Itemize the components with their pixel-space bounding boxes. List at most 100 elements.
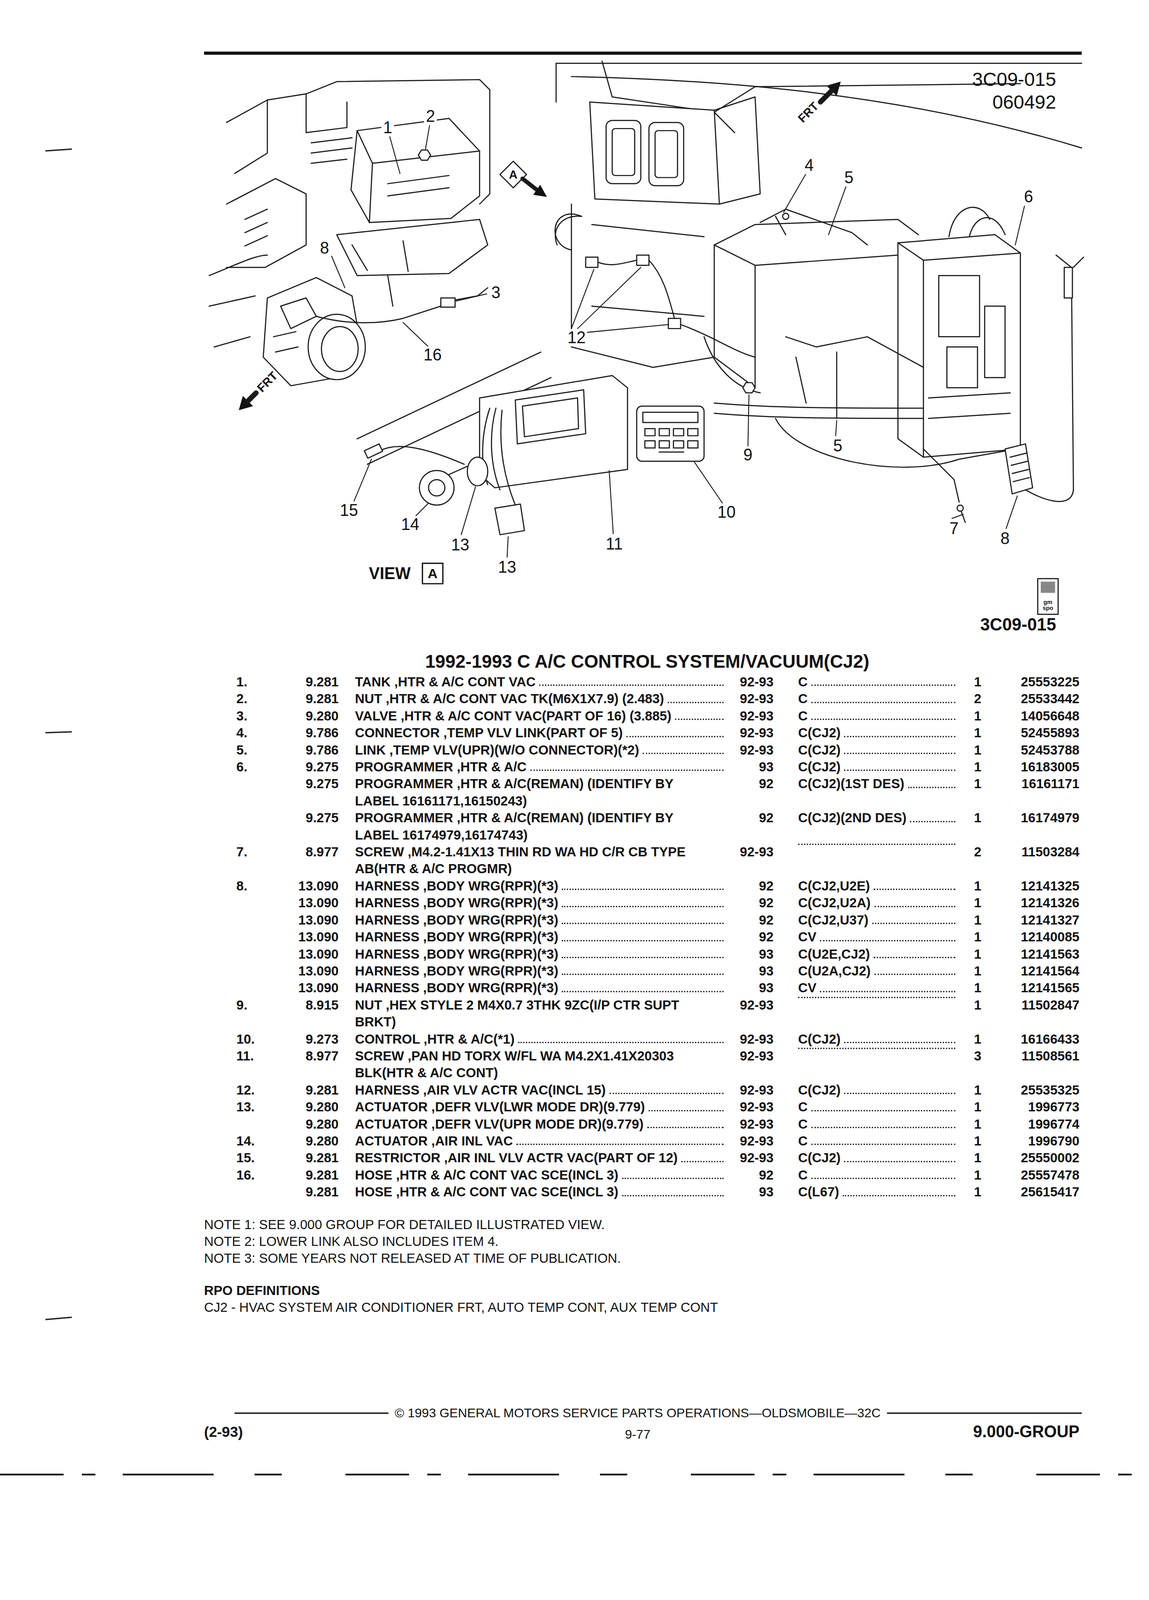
- callout-number: 4: [802, 156, 816, 175]
- model-years: 93: [759, 945, 774, 963]
- part-description: SCREW ,PAN HD TORX W/FL WA M4.2X1.41X203…: [354, 1047, 720, 1082]
- model-code: C(CJ2): [798, 724, 841, 742]
- part-number: 25550002: [1020, 1149, 1080, 1167]
- description-cell: HARNESS ,BODY WRG(RPR)(*3): [354, 945, 728, 963]
- leader-dots: [819, 939, 956, 942]
- logo-text: gm spo: [1039, 599, 1058, 611]
- model-code: C(U2E,CJ2): [798, 945, 870, 963]
- leader-dots: [561, 956, 724, 959]
- model-code: C: [798, 690, 808, 708]
- callout-number: 9: [741, 446, 755, 464]
- model-years: 92-93: [739, 1115, 774, 1133]
- callout-number: 12: [565, 329, 588, 347]
- description-cell: NUT ,HEX STYLE 2 M4X0.7 3THK 9ZC(I/P CTR…: [354, 996, 728, 1031]
- group-number: 8.977: [305, 1047, 339, 1065]
- group-number: 9.281: [305, 690, 339, 708]
- quantity: 1: [974, 1132, 982, 1150]
- part-description: HOSE ,HTR & A/C CONT VAC SCE(INCL 3): [354, 1166, 619, 1184]
- model-code: CV: [798, 928, 817, 946]
- item-number: 5.: [236, 741, 248, 759]
- callout-number: 14: [399, 515, 421, 534]
- leader-dots: [844, 752, 956, 755]
- quantity: 3: [974, 1047, 982, 1065]
- model-cell: [798, 1047, 960, 1054]
- margin-marks: [45, 149, 72, 1320]
- callout-number: 7: [947, 519, 961, 538]
- group-number: 13.090: [298, 894, 339, 912]
- model-cell: [798, 996, 960, 1003]
- part-description: HARNESS ,BODY WRG(RPR)(*3): [354, 945, 559, 963]
- parts-row: 16.9.281HOSE ,HTR & A/C CONT VAC SCE(INC…: [0, 1166, 1149, 1184]
- model-years: 92-93: [739, 1030, 774, 1048]
- leader-dots: [798, 996, 956, 999]
- model-cell: C(CJ2)(2ND DES): [798, 809, 960, 827]
- leader-dots: [909, 820, 956, 823]
- parts-row: 13.090HARNESS ,BODY WRG(RPR)(*3)92C(CJ2,…: [0, 911, 1149, 929]
- part-number: 12141564: [1020, 962, 1080, 980]
- part-description: NUT ,HEX STYLE 2 M4X0.7 3THK 9ZC(I/P CTR…: [354, 996, 720, 1031]
- model-cell: C(CJ2): [798, 741, 960, 759]
- description-cell: HARNESS ,AIR VLV ACTR VAC(INCL 15): [354, 1081, 728, 1099]
- parts-row: 9.280ACTUATOR ,DEFR VLV(UPR MODE DR)(9.7…: [0, 1115, 1149, 1133]
- callout-number: 13: [449, 536, 471, 554]
- part-number: 1996774: [1028, 1115, 1080, 1133]
- part-number: 16161171: [1021, 775, 1080, 793]
- leader-dots: [873, 956, 956, 959]
- callout-number: 10: [715, 503, 738, 521]
- part-number: 11502847: [1021, 996, 1080, 1014]
- leader-dots: [648, 1109, 724, 1112]
- model-cell: C(CJ2)(1ST DES): [798, 775, 960, 793]
- model-years: 92-93: [739, 690, 774, 708]
- leader-dots: [844, 735, 956, 738]
- part-number: 12141327: [1020, 911, 1080, 929]
- part-number: 25557478: [1020, 1166, 1080, 1184]
- model-code: C(CJ2,U2A): [798, 894, 871, 912]
- part-description: HARNESS ,AIR VLV ACTR VAC(INCL 15): [354, 1081, 606, 1099]
- item-number: 3.: [236, 707, 248, 725]
- model-code: CV: [798, 979, 817, 997]
- group-number: 13.090: [298, 911, 339, 929]
- part-description: LINK ,TEMP VLV(UPR)(W/O CONNECTOR)(*2): [354, 741, 640, 759]
- part-number: 11508561: [1021, 1047, 1080, 1065]
- revision-date: (2-93): [204, 1424, 243, 1439]
- model-years: 92: [759, 877, 774, 895]
- description-cell: CONNECTOR ,TEMP VLV LINK(PART OF 5): [354, 724, 728, 742]
- model-cell: C(CJ2,U2E): [798, 877, 960, 895]
- part-description: TANK ,HTR & A/C CONT VAC: [354, 673, 536, 691]
- callout-number: 11: [604, 535, 625, 553]
- model-code: C(CJ2): [798, 1149, 841, 1167]
- model-cell: C(CJ2): [798, 758, 960, 776]
- description-cell: PROGRAMMER ,HTR & A/C(REMAN) (IDENTIFY B…: [354, 809, 728, 844]
- model-cell: C: [798, 1132, 960, 1150]
- part-number: 1996790: [1028, 1132, 1080, 1150]
- figure-id: 3C09-015: [980, 615, 1057, 634]
- quantity: 1: [974, 1166, 982, 1184]
- callout-number: 2: [424, 107, 437, 125]
- leader-dots: [811, 1126, 956, 1129]
- parts-row: 15.9.281RESTRICTOR ,AIR INL VLV ACTR VAC…: [0, 1149, 1149, 1167]
- leader-dots: [908, 786, 956, 789]
- model-years: 92-93: [739, 996, 774, 1014]
- parts-row: 8.13.090HARNESS ,BODY WRG(RPR)(*3)92C(CJ…: [0, 877, 1149, 895]
- parts-row: 3.9.280VALVE ,HTR & A/C CONT VAC(PART OF…: [0, 707, 1149, 725]
- item-number: 7.: [236, 843, 248, 861]
- part-description: HARNESS ,BODY WRG(RPR)(*3): [354, 877, 559, 895]
- part-description: PROGRAMMER ,HTR & A/C(REMAN) (IDENTIFY B…: [354, 775, 720, 810]
- part-number: 11503284: [1021, 843, 1080, 861]
- part-description: HARNESS ,BODY WRG(RPR)(*3): [354, 894, 559, 912]
- parts-row: 6.9.275PROGRAMMER ,HTR & A/C93C(CJ2)1161…: [0, 758, 1149, 776]
- group-number: 9.281: [305, 673, 339, 691]
- group-number: 13.090: [298, 979, 339, 997]
- description-cell: HARNESS ,BODY WRG(RPR)(*3): [354, 928, 728, 946]
- leader-dots: [561, 973, 724, 975]
- note-text: NOTE 1: SEE 9.000 GROUP FOR DETAILED ILL…: [204, 1216, 1149, 1234]
- group-number: 9.786: [305, 724, 339, 742]
- group-number: 13.090: [298, 962, 339, 980]
- group-number: 9.281: [305, 1166, 339, 1184]
- part-number: 25615417: [1020, 1183, 1080, 1201]
- parts-row: 13.9.280ACTUATOR ,DEFR VLV(LWR MODE DR)(…: [0, 1098, 1149, 1116]
- parts-row: 9.275PROGRAMMER ,HTR & A/C(REMAN) (IDENT…: [0, 809, 1149, 844]
- model-years: 92-93: [739, 843, 774, 861]
